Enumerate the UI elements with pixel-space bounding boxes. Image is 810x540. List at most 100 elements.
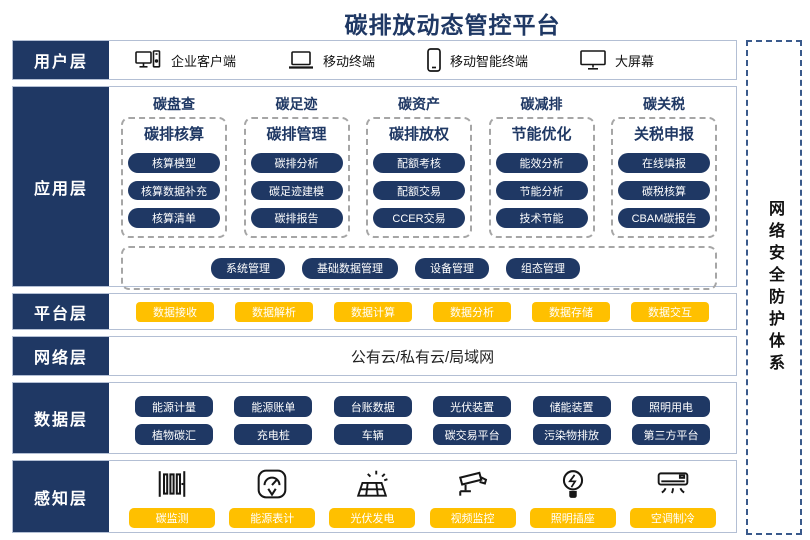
data-source-pill: 碳交易平台 bbox=[433, 424, 512, 445]
app-management-pill: 组态管理 bbox=[506, 257, 580, 279]
app-column-header: 碳关税 bbox=[643, 96, 685, 112]
app-feature-pill: 配额考核 bbox=[373, 153, 465, 173]
cctv-camera-icon bbox=[456, 466, 490, 500]
data-source-pill: 台账数据 bbox=[333, 396, 412, 417]
platform-item-pill: 数据接收 bbox=[136, 301, 214, 322]
app-column-carbon-footprint: 碳足迹 碳排管理 碳排分析 碳足迹建模 碳排报告 bbox=[243, 94, 350, 238]
data-source-pill: 植物碳汇 bbox=[135, 424, 213, 445]
app-feature-pill: 碳税核算 bbox=[618, 180, 710, 201]
perception-items-row: 碳监测 能源表计 bbox=[109, 461, 736, 532]
app-column-carbon-reduction: 碳减排 节能优化 能效分析 节能分析 技术节能 bbox=[488, 94, 595, 238]
user-device-smart-terminal: 移动智能终端 bbox=[427, 48, 528, 72]
perception-item-label: 视频监控 bbox=[429, 507, 516, 528]
app-column-box: 节能优化 能效分析 节能分析 技术节能 bbox=[488, 117, 595, 238]
data-source-pill: 能源计量 bbox=[135, 396, 213, 417]
app-feature-pill: 能效分析 bbox=[495, 153, 588, 173]
perception-item-energy-meter: 能源表计 bbox=[229, 466, 316, 528]
user-device-enterprise-client: 企业客户端 bbox=[135, 49, 236, 71]
app-management-pill: 设备管理 bbox=[415, 257, 489, 279]
application-layer-band: 应用层 碳盘查 碳排核算 核算模型 核算数据补充 核算清单 bbox=[12, 86, 737, 290]
platform-item-pill: 数据解析 bbox=[235, 301, 313, 322]
carbon-monitor-icon bbox=[156, 466, 188, 500]
application-layer-content: 碳盘查 碳排核算 核算模型 核算数据补充 核算清单 碳足迹 碳排管理 bbox=[109, 87, 736, 290]
desktop-pc-icon bbox=[135, 49, 162, 71]
data-source-pill: 车辆 bbox=[333, 424, 412, 445]
user-device-label: 大屏幕 bbox=[615, 53, 655, 69]
app-feature-pill: 碳排分析 bbox=[250, 153, 343, 173]
app-feature-pill: 核算清单 bbox=[128, 208, 220, 229]
security-system-band: 网络安全防护体系 bbox=[746, 40, 802, 535]
app-feature-pill: 碳足迹建模 bbox=[250, 180, 343, 201]
app-column-box: 碳排核算 核算模型 核算数据补充 核算清单 bbox=[121, 117, 227, 238]
app-feature-pill: CCER交易 bbox=[373, 208, 465, 229]
perception-item-label: 能源表计 bbox=[229, 507, 316, 528]
data-source-pill: 污染物排放 bbox=[532, 424, 611, 445]
app-feature-pill: 节能分析 bbox=[495, 180, 588, 201]
layer-stack: 用户层 bbox=[12, 40, 737, 533]
perception-item-label: 光伏发电 bbox=[329, 507, 416, 528]
user-layer-label: 用户层 bbox=[13, 41, 109, 79]
perception-item-label: 照明插座 bbox=[529, 507, 616, 528]
platform-items-row: 数据接收 数据解析 数据计算 数据分析 数据存储 数据交互 bbox=[109, 294, 736, 329]
platform-item-pill: 数据计算 bbox=[334, 301, 412, 322]
perception-layer-content: 碳监测 能源表计 bbox=[109, 461, 736, 532]
big-screen-icon bbox=[580, 49, 606, 71]
perception-item-video-surveillance: 视频监控 bbox=[429, 466, 516, 528]
data-source-pill: 光伏装置 bbox=[433, 396, 512, 417]
app-box-title: 碳排管理 bbox=[266, 126, 327, 143]
light-bulb-icon bbox=[558, 466, 588, 500]
application-layer-label: 应用层 bbox=[13, 87, 109, 286]
perception-item-label: 空调制冷 bbox=[629, 507, 716, 528]
perception-layer-band: 感知层 bbox=[12, 460, 737, 533]
security-system-label: 网络安全防护体系 bbox=[766, 199, 783, 376]
app-management-pill: 系统管理 bbox=[211, 257, 285, 279]
platform-layer-band: 平台层 数据接收 数据解析 数据计算 数据分析 数据存储 数据交互 bbox=[12, 293, 737, 330]
app-feature-pill: 在线填报 bbox=[618, 153, 710, 173]
user-device-mobile-terminal: 移动终端 bbox=[288, 50, 375, 70]
platform-item-pill: 数据存储 bbox=[532, 301, 610, 322]
user-layer-band: 用户层 bbox=[12, 40, 737, 80]
application-columns-wrap: 碳盘查 碳排核算 核算模型 核算数据补充 核算清单 碳足迹 碳排管理 bbox=[109, 87, 736, 290]
user-layer-content: 企业客户端 移动终端 bbox=[109, 41, 736, 79]
platform-item-pill: 数据交互 bbox=[631, 301, 709, 322]
air-conditioner-icon bbox=[656, 466, 690, 500]
app-column-header: 碳资产 bbox=[398, 96, 440, 112]
app-column-box: 关税申报 在线填报 碳税核算 CBAM碳报告 bbox=[611, 117, 717, 238]
app-feature-pill: 核算模型 bbox=[128, 153, 220, 173]
app-feature-pill: CBAM碳报告 bbox=[618, 208, 710, 229]
perception-item-carbon-monitor: 碳监测 bbox=[129, 466, 216, 528]
data-layer-label: 数据层 bbox=[13, 383, 109, 453]
app-column-header: 碳盘查 bbox=[153, 96, 195, 112]
app-column-header: 碳减排 bbox=[520, 96, 563, 112]
user-device-big-screen: 大屏幕 bbox=[580, 49, 654, 71]
app-column-header: 碳足迹 bbox=[275, 96, 318, 112]
app-feature-pill: 核算数据补充 bbox=[128, 180, 220, 201]
network-layer-content: 公有云/私有云/局域网 bbox=[109, 337, 736, 375]
energy-meter-icon bbox=[256, 466, 288, 500]
data-source-pill: 第三方平台 bbox=[631, 424, 710, 445]
user-device-row: 企业客户端 移动终端 bbox=[109, 41, 736, 79]
data-source-pill: 充电桩 bbox=[234, 424, 313, 445]
app-column-carbon-tariff: 碳关税 关税申报 在线填报 碳税核算 CBAM碳报告 bbox=[611, 94, 717, 238]
user-device-label: 企业客户端 bbox=[171, 53, 237, 69]
data-layer-content: 能源计量 能源账单 台账数据 光伏装置 储能装置 照明用电 植物碳汇 充电桩 车… bbox=[109, 383, 736, 453]
platform-item-pill: 数据分析 bbox=[433, 301, 511, 322]
laptop-icon bbox=[288, 50, 314, 70]
platform-layer-label: 平台层 bbox=[13, 294, 109, 329]
data-layer-band: 数据层 能源计量 能源账单 台账数据 光伏装置 储能装置 照明用电 植物碳汇 充… bbox=[12, 382, 737, 454]
app-box-title: 碳排核算 bbox=[143, 126, 204, 143]
app-feature-pill: 配额交易 bbox=[373, 180, 465, 201]
app-column-carbon-asset: 碳资产 碳排放权 配额考核 配额交易 CCER交易 bbox=[366, 94, 472, 238]
perception-item-label: 碳监测 bbox=[129, 507, 216, 528]
app-column-box: 碳排管理 碳排分析 碳足迹建模 碳排报告 bbox=[243, 117, 350, 238]
data-source-pill: 照明用电 bbox=[631, 396, 710, 417]
smartphone-icon bbox=[427, 48, 441, 72]
solar-pv-icon bbox=[355, 466, 389, 500]
data-source-pill: 储能装置 bbox=[532, 396, 611, 417]
app-box-title: 关税申报 bbox=[633, 126, 694, 143]
platform-layer-content: 数据接收 数据解析 数据计算 数据分析 数据存储 数据交互 bbox=[109, 294, 736, 329]
app-feature-pill: 技术节能 bbox=[495, 208, 588, 229]
app-management-pill: 基础数据管理 bbox=[302, 257, 398, 279]
perception-item-air-conditioner: 空调制冷 bbox=[629, 466, 716, 528]
network-cloud-text: 公有云/私有云/局域网 bbox=[350, 348, 495, 366]
